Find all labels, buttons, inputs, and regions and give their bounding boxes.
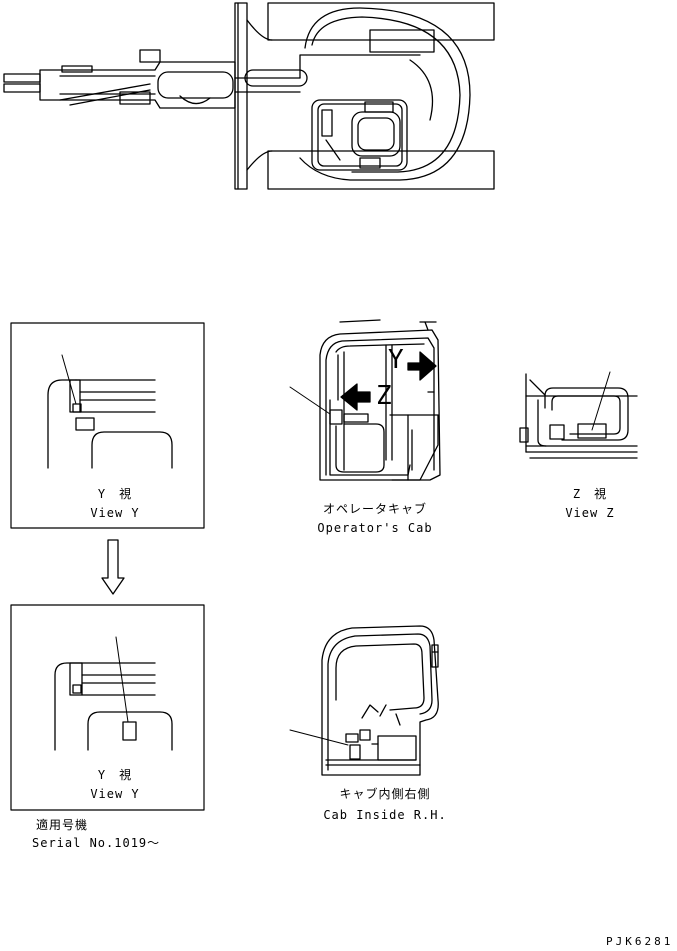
view-y-top-caption-jp: Y 視 [97, 487, 133, 501]
inside-caption-en: Cab Inside R.H. [323, 808, 447, 822]
drawing-code: PJK6281 [606, 935, 674, 948]
view-y-top-panel [10, 322, 205, 529]
excavator-top-view [3, 2, 495, 190]
view-y-bottom-caption-jp: Y 視 [97, 768, 133, 782]
view-z-caption-en: View Z [565, 506, 615, 520]
cab-caption-en: Operator's Cab [317, 521, 433, 535]
operator-cab [289, 319, 441, 481]
inside-caption-jp: キャブ内側右側 [339, 787, 431, 801]
cab-inside-rh [289, 625, 439, 776]
serial-caption-jp: 適用号機 [36, 818, 89, 832]
view-y-bottom-panel [10, 604, 205, 811]
transition-arrow [101, 539, 125, 595]
letter-z-label: Z [376, 381, 392, 411]
view-z-caption-jp: Z 視 [572, 487, 608, 501]
serial-caption-en: Serial No.1019～ [32, 836, 161, 850]
letter-y-label: Y [388, 345, 404, 375]
view-y-bottom-caption-en: View Y [90, 787, 140, 801]
view-z [519, 371, 638, 459]
cab-caption-jp: オペレータキャブ [322, 502, 427, 516]
view-y-top-caption-en: View Y [90, 506, 140, 520]
